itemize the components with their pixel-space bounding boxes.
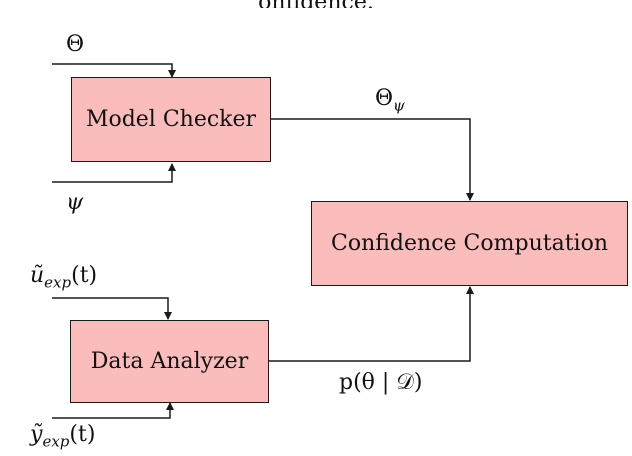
confidence-computation-box: Confidence Computation <box>311 201 628 286</box>
y-exp-label: ỹexp(t) <box>30 422 96 451</box>
posterior-arrow <box>268 286 474 362</box>
theta-label: Θ <box>66 32 85 57</box>
theta-psi-label: Θψ <box>375 86 405 115</box>
y-exp-input-arrow <box>52 402 174 419</box>
psi-input-arrow <box>52 163 176 183</box>
theta-psi-arrow <box>270 118 474 201</box>
model-checker-box: Model Checker <box>71 77 271 162</box>
cropped-caption-fragment: onfidence. <box>0 0 632 8</box>
posterior-label: p(θ | 𝒟) <box>339 370 423 395</box>
data-analyzer-label: Data Analyzer <box>90 349 249 374</box>
model-checker-label: Model Checker <box>85 107 257 132</box>
theta-input-arrow <box>52 63 176 78</box>
data-analyzer-box: Data Analyzer <box>70 320 269 403</box>
psi-label: ψ <box>66 190 84 215</box>
confidence-computation-label: Confidence Computation <box>331 231 608 256</box>
u-exp-input-arrow <box>52 297 172 320</box>
u-exp-label: ũexp(t) <box>30 263 98 292</box>
